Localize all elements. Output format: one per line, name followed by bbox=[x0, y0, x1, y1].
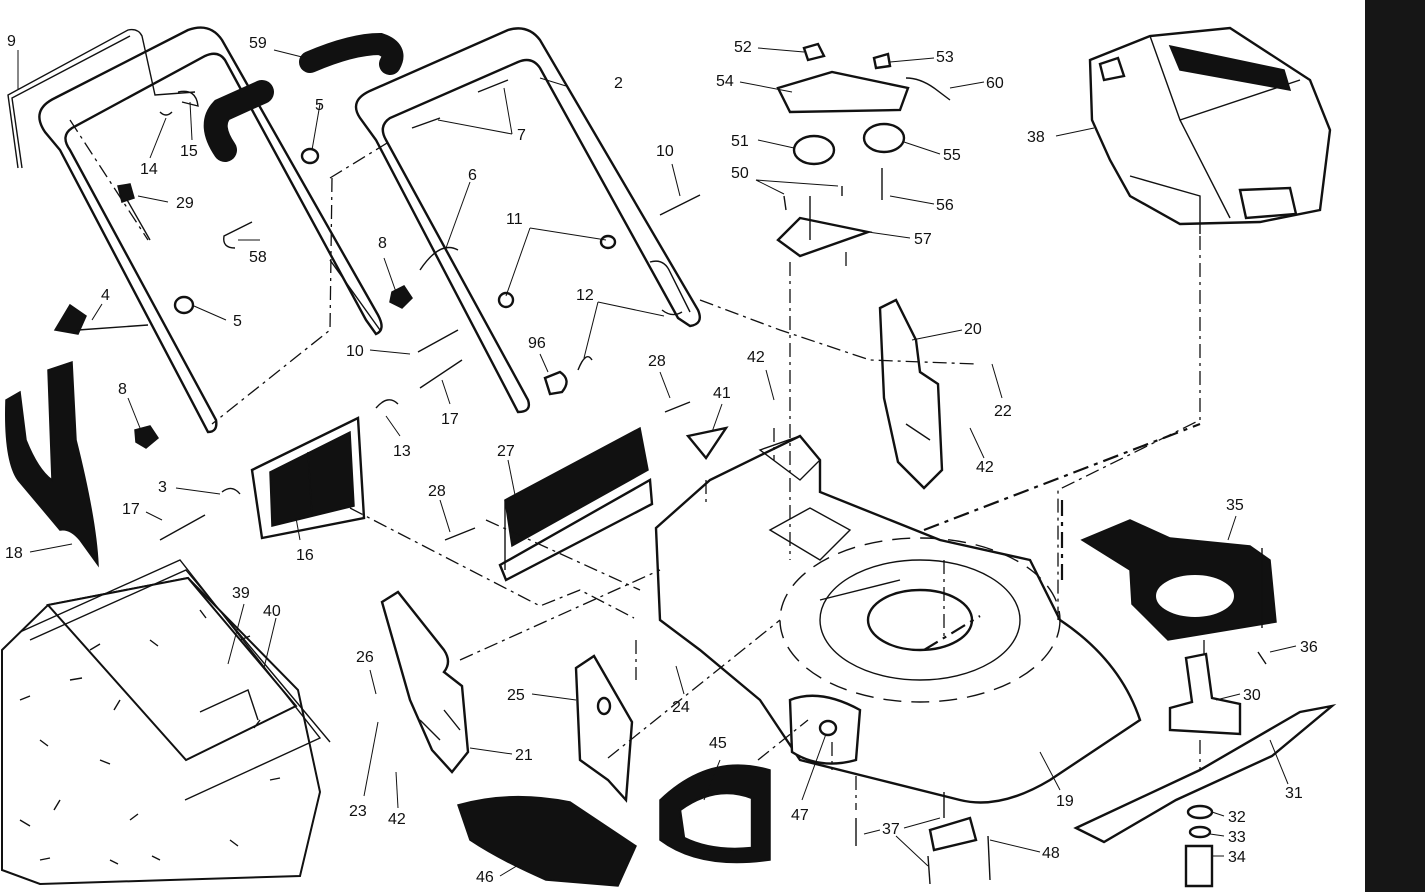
callout-label: 51 bbox=[731, 133, 749, 150]
callout-label: 34 bbox=[1228, 849, 1246, 866]
callout-label: 37 bbox=[882, 821, 900, 838]
callout-label: 30 bbox=[1243, 687, 1261, 704]
callout-label: 56 bbox=[936, 197, 954, 214]
callout-label: 7 bbox=[517, 127, 526, 144]
callout-label: 5 bbox=[315, 97, 324, 114]
callout-label: 26 bbox=[356, 649, 374, 666]
callout-label: 53 bbox=[936, 49, 954, 66]
callout-label: 3 bbox=[158, 479, 167, 496]
callout-label: 40 bbox=[263, 603, 281, 620]
callout-label: 33 bbox=[1228, 829, 1246, 846]
callout-label: 10 bbox=[656, 143, 674, 160]
callout-label: 55 bbox=[943, 147, 961, 164]
callout-label: 5 bbox=[233, 313, 242, 330]
callout-label: 42 bbox=[388, 811, 406, 828]
callout-label: 8 bbox=[378, 235, 387, 252]
callout-label: 96 bbox=[528, 335, 546, 352]
callout-label: 29 bbox=[176, 195, 194, 212]
bottom-hardware bbox=[855, 792, 991, 885]
callout-label: 6 bbox=[468, 167, 477, 184]
grass-bag bbox=[0, 559, 331, 886]
engine bbox=[1088, 26, 1332, 234]
rear-flap bbox=[5, 360, 99, 568]
callout-label: 24 bbox=[672, 699, 690, 716]
left-height-bracket bbox=[380, 590, 470, 774]
callout-label: 15 bbox=[180, 143, 198, 160]
blade-adapter bbox=[1073, 519, 1337, 888]
callout-label: 28 bbox=[428, 483, 446, 500]
hinge-rod bbox=[498, 426, 654, 582]
callout-label: 50 bbox=[731, 165, 749, 182]
callout-label: 23 bbox=[349, 803, 367, 820]
callout-label: 14 bbox=[140, 161, 158, 178]
callout-label: 17 bbox=[441, 411, 459, 428]
callout-label: 48 bbox=[1042, 845, 1060, 862]
callout-label: 59 bbox=[249, 35, 267, 52]
callout-label: 17 bbox=[122, 501, 140, 518]
callout-label: 20 bbox=[964, 321, 982, 338]
mulch-plug bbox=[250, 416, 366, 540]
callout-label: 22 bbox=[994, 403, 1012, 420]
hose bbox=[203, 32, 404, 162]
callout-label: 45 bbox=[709, 735, 727, 752]
leader-lines bbox=[17, 47, 1297, 877]
callout-label: 35 bbox=[1226, 497, 1244, 514]
callout-label: 41 bbox=[713, 385, 731, 402]
shield-bracket bbox=[685, 426, 729, 461]
right-height-bracket bbox=[878, 298, 944, 490]
idler-plate bbox=[776, 42, 951, 258]
callout-label: 42 bbox=[976, 459, 994, 476]
callout-label: 2 bbox=[614, 75, 623, 92]
discharge-chute bbox=[457, 764, 771, 887]
callout-label: 42 bbox=[747, 349, 765, 366]
lower-handle bbox=[38, 26, 383, 434]
callout-label: 16 bbox=[296, 547, 314, 564]
callout-label: 13 bbox=[393, 443, 411, 460]
assembly-lines bbox=[69, 119, 1205, 810]
callout-label: 36 bbox=[1300, 639, 1318, 656]
callout-label: 11 bbox=[506, 211, 523, 228]
callout-label: 58 bbox=[249, 249, 267, 266]
callout-label: 19 bbox=[1056, 793, 1074, 810]
callout-label: 52 bbox=[734, 39, 752, 56]
callout-label: 47 bbox=[791, 807, 809, 824]
callout-label: 31 bbox=[1285, 785, 1303, 802]
hardware bbox=[117, 79, 701, 541]
callout-label: 12 bbox=[576, 287, 594, 304]
callout-label: 8 bbox=[118, 381, 127, 398]
callout-label: 39 bbox=[232, 585, 250, 602]
callout-label: 21 bbox=[515, 747, 533, 764]
side-deflector bbox=[574, 654, 634, 803]
callout-label: 10 bbox=[346, 343, 364, 360]
callout-labels: 9 59 5 2 7 14 15 29 58 8 6 10 11 12 4 5 … bbox=[5, 33, 1318, 886]
callout-label: 25 bbox=[507, 687, 525, 704]
callout-label: 46 bbox=[476, 869, 494, 886]
callout-label: 18 bbox=[5, 545, 23, 562]
callout-label: 27 bbox=[497, 443, 515, 460]
callout-label: 4 bbox=[101, 287, 110, 304]
callout-label: 9 bbox=[7, 33, 16, 50]
callout-label: 60 bbox=[986, 75, 1004, 92]
callout-label: 38 bbox=[1027, 129, 1045, 146]
callout-label: 32 bbox=[1228, 809, 1246, 826]
mower-deck bbox=[654, 434, 1142, 804]
callout-label: 54 bbox=[716, 73, 734, 90]
bail-wire bbox=[7, 28, 196, 169]
callout-label: 28 bbox=[648, 353, 666, 370]
page-edge-bar bbox=[1365, 0, 1425, 892]
callout-label: 57 bbox=[914, 231, 932, 248]
upper-handle bbox=[354, 27, 701, 414]
